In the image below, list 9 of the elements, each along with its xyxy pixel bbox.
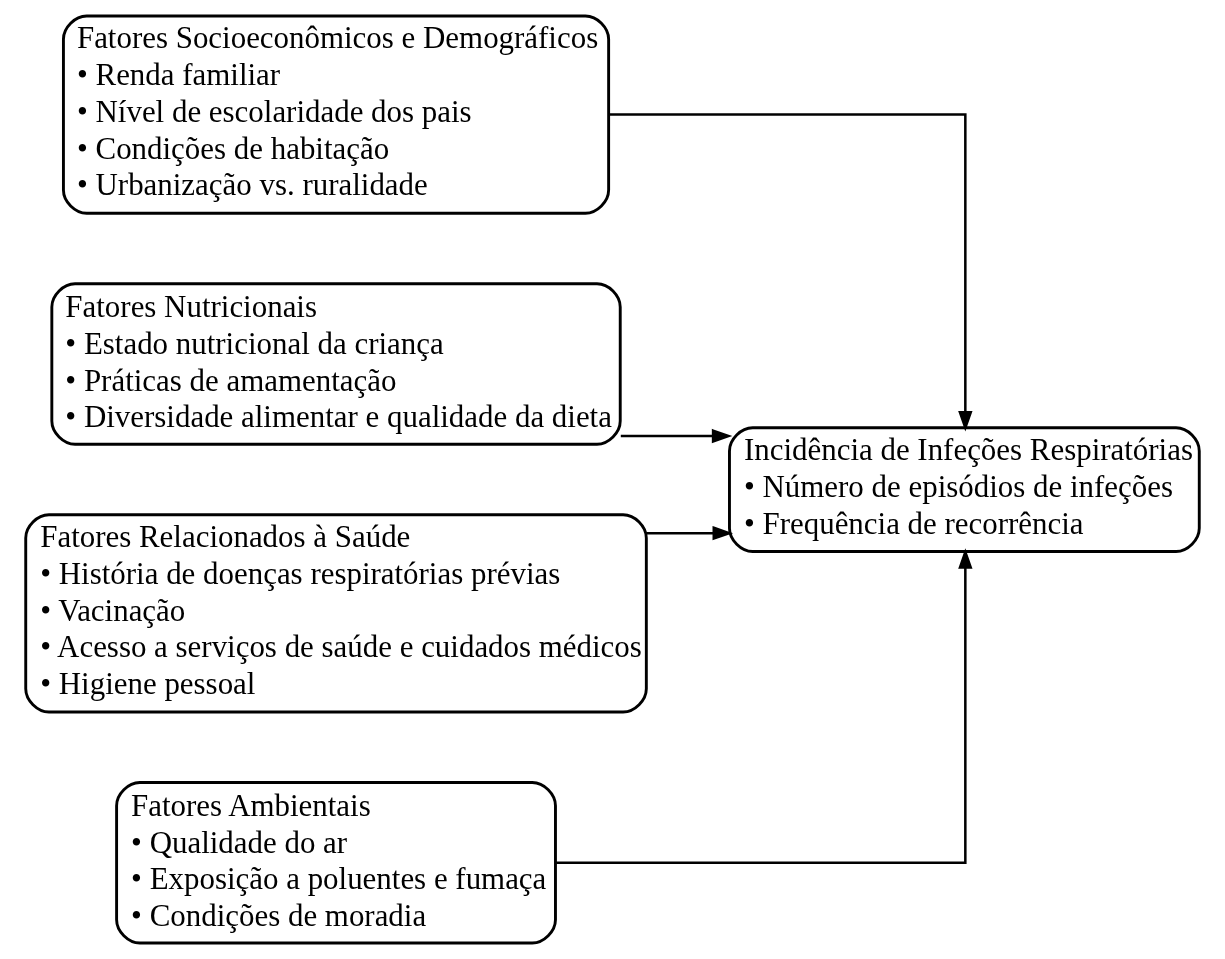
node-box: Fatores Relacionados à Saúde • História de doenças respiratórias prévias • Vacinação • Acesso a serviços de saúde e cuidados médicos • Higiene pessoal [24, 513, 648, 714]
node-box: Fatores Socioeconômicos e Demográficos • Renda familiar • Nível de escolaridade dos pais • Condições de habitação • Urbanização vs. ruralidade [62, 14, 611, 215]
node-box: Incidência de Infeções Respiratórias • Número de episódios de infeções • Frequência de recorrência [728, 426, 1201, 553]
arrow [620, 428, 733, 444]
node-box: Fatores Ambientais • Qualidade do ar • Exposição a poluentes e fumaça • Condições de moradia [115, 781, 557, 945]
arrow [556, 548, 973, 865]
node-box: Fatores Nutricionais • Estado nutricional da criança • Práticas de amamentação • Diversidade alimentar e qualidade da dieta [50, 282, 622, 446]
arrow [609, 113, 973, 432]
arrow [646, 525, 734, 541]
